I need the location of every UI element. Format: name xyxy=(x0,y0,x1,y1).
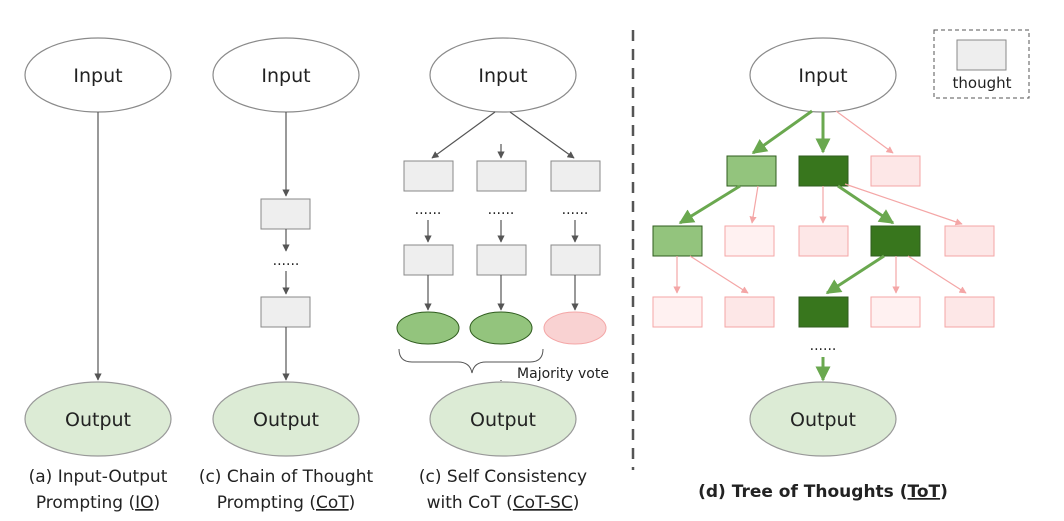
tot-l3-thought-e xyxy=(944,296,995,328)
tot-dots: ...... xyxy=(810,338,837,354)
legend: thought xyxy=(933,29,1030,99)
cotsc-dots-mid: ...... xyxy=(488,202,515,218)
panel-cot-sc: Input ...... ...... ...... Majority vote xyxy=(396,37,609,513)
tot-edge-l1b-l2d xyxy=(837,184,895,225)
tot-l1-thought-c xyxy=(870,155,921,187)
cot-caption-abbr: CoT xyxy=(316,493,349,513)
tot-edge-l2a-l3b xyxy=(689,255,749,294)
tot-edge-input-l1c xyxy=(835,110,894,154)
cotsc-dots-right: ...... xyxy=(562,202,589,218)
panel-tot: Input thought xyxy=(652,29,1030,502)
cotsc-output-label: Output xyxy=(470,409,536,431)
io-caption-line2: Prompting (IO) xyxy=(36,493,160,513)
cotsc-input-node xyxy=(429,37,577,113)
cotsc-answer-right xyxy=(543,311,607,345)
tot-l3-thought-c xyxy=(798,296,849,328)
cotsc-thought-box-l1 xyxy=(403,160,454,192)
cotsc-dots-left: ...... xyxy=(415,202,442,218)
cot-output-label: Output xyxy=(253,409,319,431)
cot-caption-line2: Prompting (CoT) xyxy=(217,493,356,513)
io-input-label: Input xyxy=(73,65,122,87)
tot-edge-l2d-l3c xyxy=(825,254,885,295)
tot-l1-thought-a xyxy=(726,155,777,187)
cotsc-thought-box-l2 xyxy=(403,244,454,276)
tot-input-label: Input xyxy=(798,65,847,87)
cot-thought-box-1 xyxy=(260,198,311,230)
tot-edge-input-l1a xyxy=(751,109,813,155)
tot-l3-thought-d xyxy=(870,296,921,328)
legend-frame xyxy=(933,29,1030,99)
tot-l2-thought-a xyxy=(652,225,703,257)
panel-cot: Input ...... Output (c) Chain of Thought… xyxy=(199,37,374,513)
cot-dots: ...... xyxy=(273,253,300,269)
legend-label: thought xyxy=(953,74,1012,92)
tot-l2-thought-e xyxy=(944,225,995,257)
tot-l2-thought-d xyxy=(870,225,921,257)
io-output-node xyxy=(24,381,172,457)
tot-caption-abbr: ToT xyxy=(908,482,941,502)
tot-output-node xyxy=(749,381,897,457)
tot-caption: (d) Tree of Thoughts (ToT) xyxy=(698,482,948,502)
cot-thought-box-2 xyxy=(260,296,311,328)
io-output-label: Output xyxy=(65,409,131,431)
cotsc-answer-mid xyxy=(469,311,533,345)
cotsc-output-node xyxy=(429,381,577,457)
cot-input-label: Input xyxy=(261,65,310,87)
cotsc-caption-abbr: CoT-SC xyxy=(513,493,573,513)
tot-edge-l2d-l3e xyxy=(907,255,967,294)
tot-l3-thought-a xyxy=(652,296,703,328)
tot-edge-l1b-l2e xyxy=(844,183,963,226)
cotsc-caption-line2: with CoT (CoT-SC) xyxy=(427,493,580,513)
cotsc-answer-left xyxy=(396,311,460,345)
cotsc-caption-line1: (c) Self Consistency xyxy=(419,467,587,487)
cotsc-majority-vote-label: Majority vote xyxy=(517,366,609,382)
tot-edge-l1a-l2b xyxy=(749,185,759,224)
cotsc-thought-box-r2 xyxy=(550,244,601,276)
io-caption-abbr: IO xyxy=(135,493,153,513)
io-caption-line1: (a) Input-Output xyxy=(29,467,168,487)
cotsc-input-label: Input xyxy=(478,65,527,87)
cotsc-thought-box-m1 xyxy=(476,160,527,192)
tot-l2-thought-b xyxy=(724,225,775,257)
cot-output-node xyxy=(212,381,360,457)
cotsc-arrow-right xyxy=(509,111,575,159)
tot-l1-thought-b xyxy=(798,155,849,187)
cotsc-arrow-left xyxy=(431,111,496,159)
cotsc-thought-box-r1 xyxy=(550,160,601,192)
cotsc-majority-brace xyxy=(398,348,544,374)
panel-io: Input Output (a) Input-Output Prompting … xyxy=(24,37,172,513)
tot-l2-thought-c xyxy=(798,225,849,257)
cotsc-thought-box-m2 xyxy=(476,244,527,276)
tot-edge-l1a-l2a xyxy=(678,184,741,225)
tot-output-label: Output xyxy=(790,409,856,431)
cot-caption-line1: (c) Chain of Thought xyxy=(199,467,374,487)
tot-l3-thought-b xyxy=(724,296,775,328)
legend-thought-box xyxy=(956,39,1007,71)
